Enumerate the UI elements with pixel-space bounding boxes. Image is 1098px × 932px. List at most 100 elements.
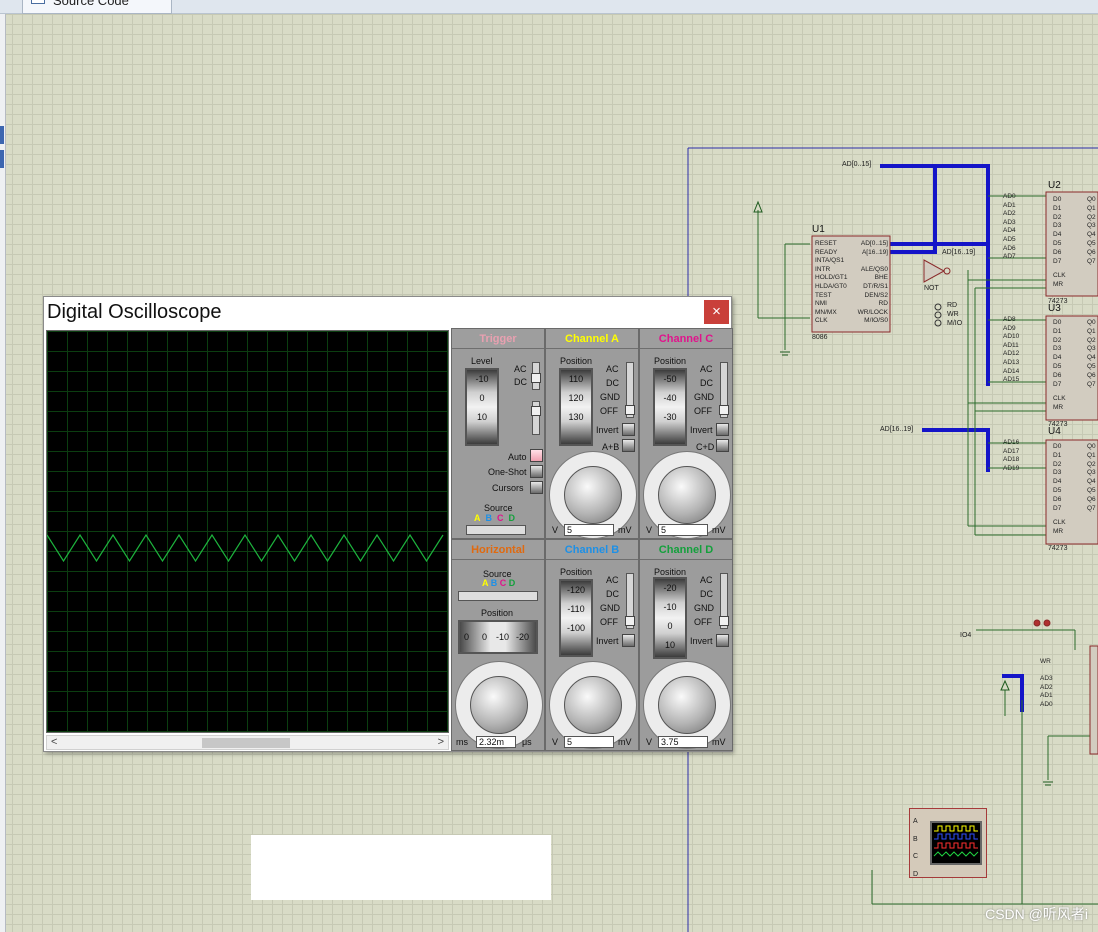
scope-pin: A (913, 818, 918, 825)
invert-button[interactable] (716, 423, 729, 436)
u1-pin: TEST (815, 291, 832, 299)
unit-ms: ms (456, 737, 468, 747)
tab-source-code[interactable]: Source Code ✕ (22, 0, 172, 14)
coupling-dc: DC (606, 378, 619, 388)
edge-marker (0, 126, 4, 144)
net: AD11 (1003, 341, 1019, 349)
tick: -10 (496, 632, 510, 642)
edge-marker (0, 150, 4, 168)
gate-out-rd: RD (947, 302, 958, 309)
invert-button[interactable] (716, 634, 729, 647)
horizontal-source-slider[interactable] (458, 591, 538, 601)
channel-c-position-drum[interactable]: -50 -40 -30 (653, 368, 687, 446)
combine-label: C+D (696, 442, 715, 452)
pin: Q2 (1087, 213, 1096, 221)
one-shot-button[interactable] (530, 465, 543, 478)
trigger-level-drum[interactable]: -10 0 10 (465, 368, 499, 446)
position-label: Position (654, 567, 687, 577)
u3-part: 74273 (1048, 421, 1068, 428)
u1-pin: READY (815, 248, 838, 256)
invert-button[interactable] (622, 423, 635, 436)
unit-v: V (646, 525, 653, 535)
source-channels: A B C D (482, 578, 515, 588)
u1-pin: AD[0..15] (860, 240, 888, 247)
pin: CLK (1053, 519, 1066, 527)
close-button[interactable]: × (704, 300, 729, 324)
trigger-edge-switch[interactable] (531, 401, 541, 435)
tick: -40 (663, 393, 677, 403)
channel-b-position-drum[interactable]: -120 -110 -100 (559, 579, 593, 657)
scroll-left-icon[interactable]: < (51, 736, 58, 748)
coupling-gnd: GND (694, 392, 714, 402)
auto-button[interactable] (530, 449, 543, 462)
gate-out-wr: WR (947, 311, 959, 318)
oscilloscope-window[interactable]: Digital Oscilloscope × < > Trigger Level… (43, 296, 733, 752)
channel-a-coupling-switch[interactable] (625, 362, 635, 418)
scroll-right-icon[interactable]: > (437, 736, 444, 748)
combine-button[interactable] (622, 439, 635, 452)
oscilloscope-icon (930, 821, 982, 865)
channel-c-scale-knob[interactable] (658, 466, 716, 524)
channel-b-coupling-switch[interactable] (625, 573, 635, 629)
gate-label: NOT (924, 285, 939, 292)
tick: 10 (664, 640, 675, 650)
mini-traces (933, 825, 979, 857)
tick: -110 (567, 604, 585, 614)
u1-part: 8086 (812, 334, 828, 341)
position-label: Position (560, 356, 593, 366)
u2-label: U2 (1048, 180, 1061, 191)
horizontal-scrollbar[interactable]: < > (46, 735, 449, 750)
timebase-knob[interactable] (470, 676, 528, 734)
channel-d-scale-knob[interactable] (658, 676, 716, 734)
channel-d-coupling-switch[interactable] (719, 573, 729, 629)
net: AD13 (1003, 358, 1020, 366)
pin: D0 (1053, 443, 1062, 450)
left-edge-toolbar (0, 14, 6, 932)
cursors-button[interactable] (530, 481, 543, 494)
channel-d-position-drum[interactable]: -20 -10 0 10 (653, 577, 687, 659)
combine-label: A+B (602, 442, 620, 452)
pin: D7 (1053, 504, 1062, 512)
channel-c-coupling-switch[interactable] (719, 362, 729, 418)
horizontal-position-drum[interactable]: 0 0 -10 -20 (458, 620, 538, 654)
net: AD1 (1040, 692, 1053, 700)
ch-a: A (482, 578, 489, 588)
combine-button[interactable] (716, 439, 729, 452)
u4-part: 74273 (1048, 545, 1068, 552)
position-label: Position (560, 567, 593, 577)
scope-pins: A B C D (913, 813, 918, 883)
net: AD16 (1003, 439, 1020, 446)
invert-button[interactable] (622, 634, 635, 647)
tick: 0 (479, 393, 485, 403)
coupling-gnd: GND (600, 392, 620, 402)
channel-b-scale-knob[interactable] (564, 676, 622, 734)
timebase-value[interactable]: 2.32m (476, 736, 516, 748)
u1-pin: INTA/QS1 (815, 257, 845, 265)
trigger-source-slider[interactable] (466, 525, 526, 535)
pin: D4 (1053, 231, 1062, 239)
oscilloscope-instrument[interactable]: A B C D (909, 808, 987, 878)
ch-b: B (485, 513, 493, 523)
channel-a-value[interactable]: 5 (564, 524, 614, 536)
pin: Q7 (1087, 504, 1096, 512)
channel-c-value[interactable]: 5 (658, 524, 708, 536)
channel-b-value[interactable]: 5 (564, 736, 614, 748)
close-icon[interactable]: ✕ (144, 0, 157, 5)
position-label: Position (654, 356, 687, 366)
channel-a-position-drum[interactable]: 110 120 130 (559, 368, 593, 446)
scroll-thumb[interactable] (202, 738, 290, 748)
trigger-coupling-switch[interactable] (531, 362, 541, 390)
scope-screen[interactable] (46, 330, 449, 733)
tick: -20 (516, 632, 530, 642)
pin: D6 (1053, 495, 1062, 503)
pin: D4 (1053, 478, 1062, 486)
channel-d-value[interactable]: 3.75 (658, 736, 708, 748)
channel-b-section: Channel B Position -120 -110 -100 AC DC … (545, 539, 639, 751)
lower-nets: WR AD3 AD2 AD1 AD0 (1040, 658, 1053, 710)
pin: Q7 (1087, 380, 1096, 388)
u1-pin: RESET (815, 240, 837, 247)
ch-a: A (474, 513, 481, 523)
tick: -20 (663, 583, 677, 593)
channel-a-scale-knob[interactable] (564, 466, 622, 524)
net: AD18 (1003, 456, 1020, 464)
